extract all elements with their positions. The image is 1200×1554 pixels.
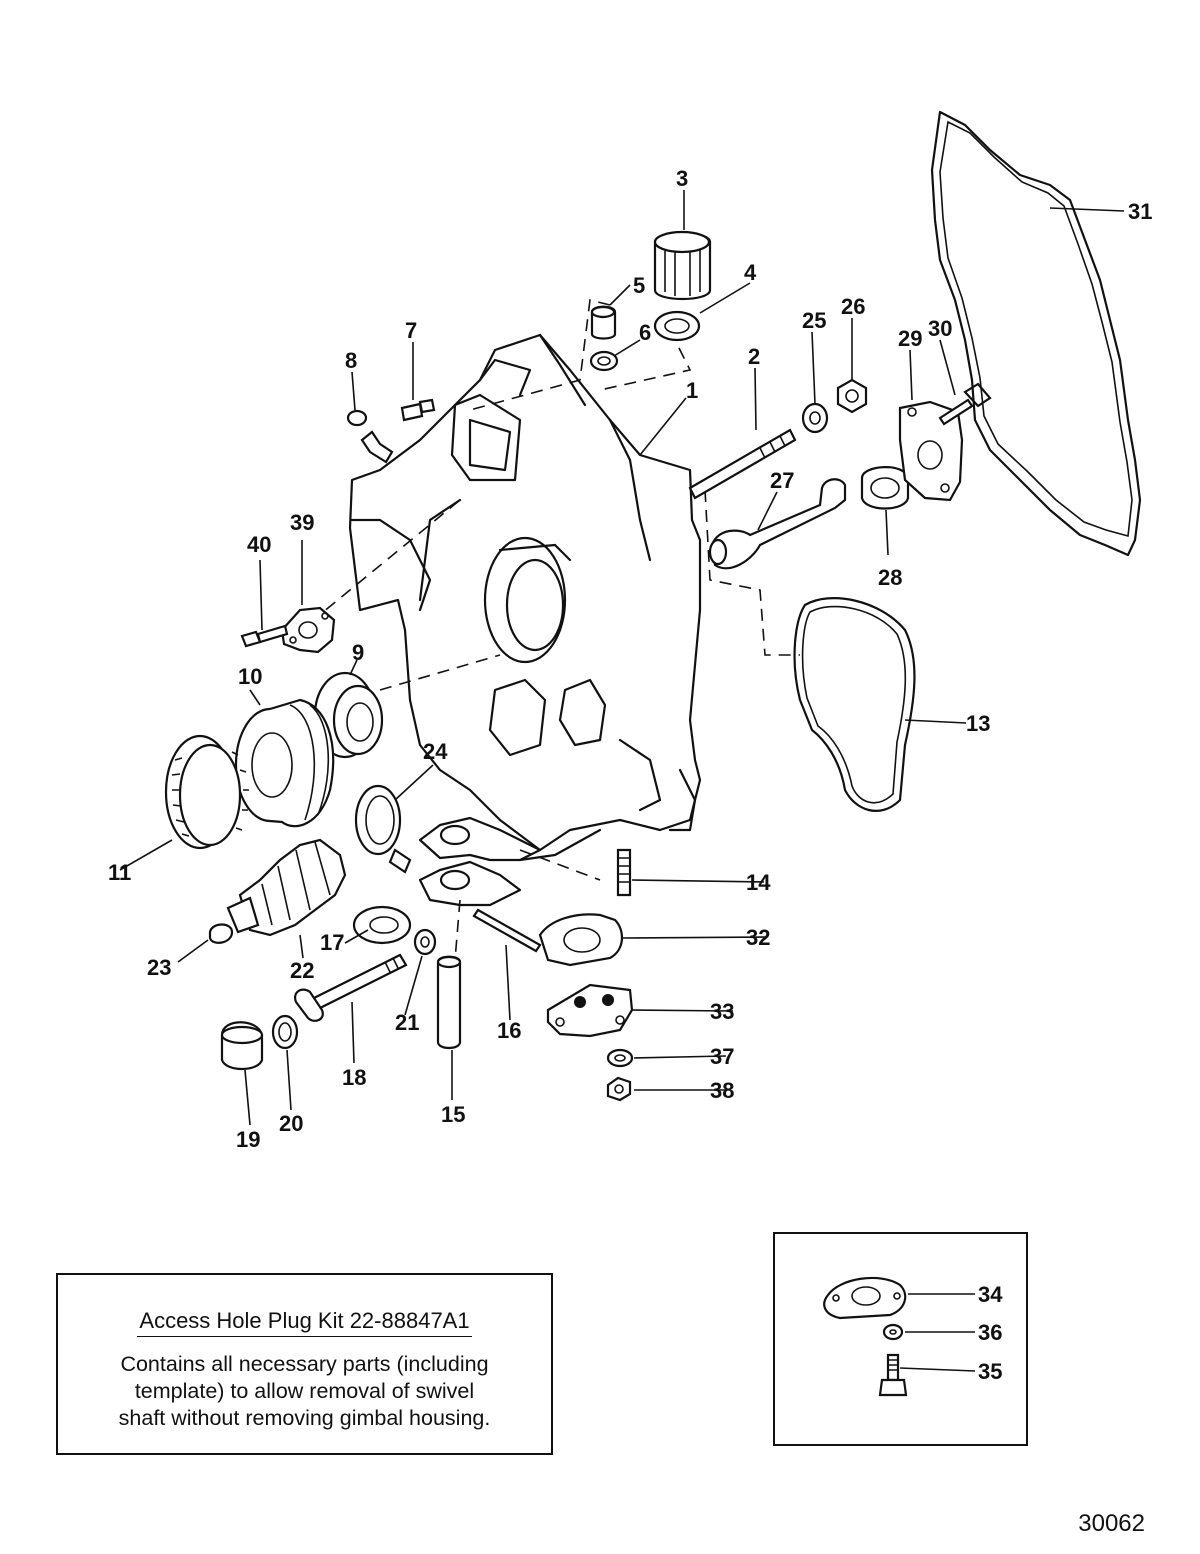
callout-20: 20	[279, 1111, 303, 1136]
callout-5: 5	[633, 273, 645, 298]
callout-38: 38	[710, 1078, 734, 1103]
part-21-washer	[413, 928, 437, 956]
part-23-clip	[208, 923, 234, 944]
part-40-bolt	[240, 624, 289, 648]
part-37-washer	[606, 1048, 634, 1068]
part-10-bearing-assembly	[234, 698, 335, 828]
part-2-stud	[688, 428, 797, 500]
callout-17: 17	[320, 930, 344, 955]
callout-21: 21	[395, 1010, 419, 1035]
callout-15: 15	[441, 1102, 465, 1127]
alignment-lines	[294, 299, 800, 961]
callout-26: 26	[841, 294, 865, 319]
part-27-water-tube	[708, 478, 847, 570]
callout-1: 1	[686, 378, 698, 403]
callout-39: 39	[290, 510, 314, 535]
part-29-flange	[898, 400, 964, 502]
part-8-grease-fitting	[346, 409, 394, 464]
callout-7: 7	[405, 318, 417, 343]
gimbal-housing	[348, 333, 702, 907]
callout-22: 22	[290, 958, 314, 983]
kit-description-line: shaft without removing gimbal housing.	[118, 1406, 491, 1430]
part-18-shaft	[294, 953, 408, 1022]
leader-lines	[119, 190, 1125, 1372]
callout-36: 36	[978, 1320, 1002, 1345]
figure-number: 30062	[1078, 1510, 1145, 1537]
callout-11: 11	[108, 860, 131, 885]
callout-6: 6	[639, 320, 651, 345]
callout-19: 19	[236, 1127, 260, 1152]
part-31-bellows-gasket	[930, 110, 1142, 557]
callout-33: 33	[710, 999, 734, 1024]
hardware-inset-box	[773, 1232, 1028, 1446]
callout-8: 8	[345, 348, 357, 373]
part-16-pin	[472, 908, 542, 953]
part-36-lockwasher	[882, 1323, 904, 1341]
callout-28: 28	[878, 565, 902, 590]
callout-30: 30	[928, 316, 952, 341]
callout-25: 25	[802, 308, 826, 333]
part-33-housing-plate	[546, 983, 634, 1038]
callout-10: 10	[238, 664, 262, 689]
part-38-nut	[606, 1076, 632, 1102]
callout-24: 24	[423, 739, 448, 764]
part-5-bushing	[590, 305, 617, 340]
part-32-gasket	[538, 913, 623, 967]
callout-18: 18	[342, 1065, 366, 1090]
part-13-gasket	[793, 597, 916, 812]
callout-13: 13	[966, 711, 990, 736]
kit-info-box: Access Hole Plug Kit 22-88847A1 Contains…	[56, 1273, 553, 1455]
callout-2: 2	[748, 344, 760, 369]
part-34-gasket	[823, 1276, 907, 1320]
callout-9: 9	[352, 640, 364, 665]
callout-29: 29	[898, 326, 922, 351]
part-26-nut	[836, 378, 868, 414]
callout-32: 32	[746, 925, 770, 950]
callout-31: 31	[1128, 199, 1152, 224]
callout-23: 23	[147, 955, 171, 980]
part-17-washer	[352, 905, 412, 945]
part-25-washer	[801, 402, 829, 434]
part-4-seal	[653, 310, 701, 342]
callout-3: 3	[676, 166, 688, 191]
part-24-clamp	[354, 784, 412, 874]
part-3-bearing	[653, 230, 712, 300]
part-7-fitting	[400, 398, 436, 422]
callout-34: 34	[978, 1282, 1003, 1307]
kit-description-line: Contains all necessary parts (including	[120, 1352, 489, 1376]
callout-14: 14	[746, 870, 771, 895]
kit-title: Access Hole Plug Kit 22-88847A1	[137, 1308, 472, 1337]
part-14-stud	[616, 848, 632, 897]
callout-27: 27	[770, 468, 794, 493]
part-28-nut	[860, 466, 910, 510]
callout-16: 16	[497, 1018, 521, 1043]
callout-37: 37	[710, 1044, 734, 1069]
callout-labels: 1 2 3 4 5 6 7 8 9 10 11 13 14 15 16 17 1…	[108, 166, 1152, 1384]
kit-description: Contains all necessary parts (including …	[58, 1351, 551, 1432]
part-20-o-ring	[271, 1014, 299, 1050]
part-11-gear-ring	[164, 734, 249, 850]
part-19-cap	[220, 1021, 264, 1071]
callout-4: 4	[744, 260, 757, 285]
part-35-bolt	[878, 1353, 908, 1397]
part-22-boot	[226, 838, 347, 937]
part-6-seal	[589, 350, 619, 372]
part-39-plate	[280, 606, 336, 654]
part-15-pin	[436, 955, 462, 1050]
kit-description-line: template) to allow removal of swivel	[134, 1379, 475, 1403]
callout-35: 35	[978, 1359, 1002, 1384]
part-30-bolt	[938, 382, 992, 426]
callout-40: 40	[247, 532, 271, 557]
